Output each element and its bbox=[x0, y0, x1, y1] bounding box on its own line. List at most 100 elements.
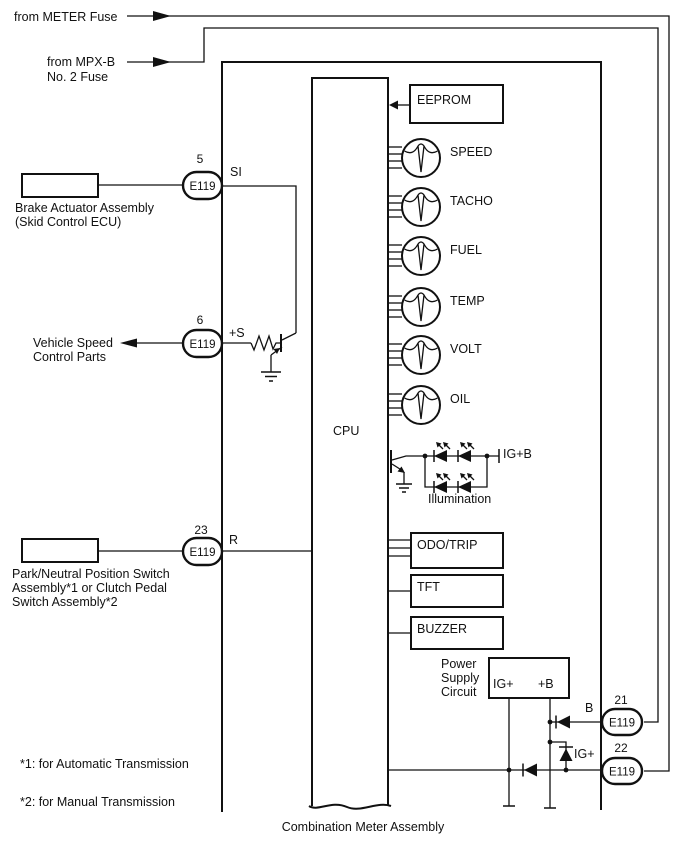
led-icon bbox=[433, 442, 451, 462]
cpu-label: CPU bbox=[333, 424, 359, 438]
ps-b-pin-label: +B bbox=[538, 677, 554, 691]
tft-box bbox=[410, 574, 504, 608]
transistor-arrow-icon bbox=[397, 466, 405, 473]
arrow-left-icon bbox=[120, 338, 137, 348]
pin-number: 22 bbox=[614, 741, 628, 755]
park-neutral-label-3: Switch Assembly*2 bbox=[12, 595, 118, 609]
module-tft: TFT bbox=[388, 574, 504, 608]
signal-label-si: SI bbox=[230, 165, 242, 179]
speed-output-circuit bbox=[222, 332, 297, 382]
wire-mpxb-fuse bbox=[127, 27, 659, 723]
connector-name: E119 bbox=[189, 181, 215, 193]
gauge-icon bbox=[401, 187, 441, 227]
pin-number: 6 bbox=[197, 313, 204, 327]
gauge-icon bbox=[401, 287, 441, 327]
connector-oval bbox=[181, 170, 224, 201]
gauge-icon bbox=[401, 138, 441, 178]
gauge-fuel: FUEL bbox=[388, 236, 482, 276]
connector-name: E119 bbox=[609, 718, 635, 730]
gauge-icon bbox=[401, 335, 441, 375]
connector-oval bbox=[181, 328, 224, 359]
brake-actuator-label-1: Brake Actuator Assembly bbox=[15, 201, 155, 215]
gauge-temp-label: TEMP bbox=[450, 294, 485, 308]
resistor-icon bbox=[250, 333, 281, 352]
illumination-label: Illumination bbox=[428, 492, 491, 506]
odo-trip-label: ODO/TRIP bbox=[417, 538, 477, 552]
vsc-label-2: Control Parts bbox=[33, 350, 106, 364]
power-supply-label-1: Power bbox=[441, 657, 476, 671]
connector-oval bbox=[600, 707, 644, 737]
connector-name: E119 bbox=[189, 339, 215, 351]
gauge-oil-label: OIL bbox=[450, 392, 470, 406]
module-buzzer: BUZZER bbox=[388, 616, 504, 650]
gauge-icon bbox=[401, 236, 441, 276]
led-icon bbox=[457, 442, 475, 462]
eeprom-block: EEPROM bbox=[389, 84, 504, 124]
cpu-block: CPU bbox=[308, 77, 392, 810]
wire-led-bottom-branch bbox=[424, 456, 488, 488]
gauge-tacho: TACHO bbox=[388, 187, 493, 227]
gauge-oil: OIL bbox=[388, 385, 470, 425]
signal-label-r: R bbox=[229, 533, 238, 547]
junction-dot bbox=[422, 453, 428, 459]
ps-ig-pin-label: IG+ bbox=[493, 677, 514, 691]
eeprom-label: EEPROM bbox=[417, 93, 471, 107]
gauge-fuel-label: FUEL bbox=[450, 243, 482, 257]
power-supply-circuit: Power Supply Circuit IG+ +B B IG+ bbox=[388, 657, 602, 809]
connector-name: E119 bbox=[189, 547, 215, 559]
led-icon bbox=[457, 473, 475, 493]
diode-icon bbox=[559, 746, 573, 761]
connector-pin21: E119 21 bbox=[600, 693, 644, 737]
connector-pin6: E119 6 +S bbox=[181, 313, 245, 359]
diode-icon bbox=[522, 763, 537, 777]
ground-icon bbox=[396, 483, 412, 493]
pin-number: 5 bbox=[197, 152, 204, 166]
vsc-label-1: Vehicle Speed bbox=[33, 336, 113, 350]
park-neutral-switch: Park/Neutral Position Switch Assembly*1 … bbox=[12, 538, 184, 609]
transistor-collector bbox=[391, 455, 425, 461]
module-odo-trip: ODO/TRIP bbox=[388, 532, 504, 569]
diagram-title: Combination Meter Assembly bbox=[282, 820, 445, 834]
gauge-speed: SPEED bbox=[388, 138, 492, 178]
park-neutral-box bbox=[21, 538, 99, 563]
pin-number: 21 bbox=[614, 693, 628, 707]
wire-si-internal bbox=[222, 185, 297, 333]
illumination-circuit: IG+B Illumination bbox=[390, 442, 532, 506]
mpxb-fuse-feed: from MPX-B No. 2 Fuse bbox=[47, 27, 659, 723]
gauge-icon bbox=[401, 385, 441, 425]
power-supply-label-3: Circuit bbox=[441, 685, 477, 699]
meter-fuse-feed: from METER Fuse bbox=[14, 10, 670, 772]
wire-meter-fuse bbox=[127, 15, 670, 772]
tft-label: TFT bbox=[417, 580, 440, 594]
ig-diode-label: IG+ bbox=[574, 747, 595, 761]
buzzer-box bbox=[410, 616, 504, 650]
gauge-volt: VOLT bbox=[388, 335, 482, 375]
arrow-right-icon bbox=[153, 11, 171, 21]
vehicle-speed-control: Vehicle Speed Control Parts bbox=[33, 336, 184, 364]
arrow-right-icon bbox=[153, 57, 171, 67]
mpxb-fuse-label-2: No. 2 Fuse bbox=[47, 70, 108, 84]
diode-icon bbox=[555, 715, 570, 729]
junction-dot bbox=[484, 453, 490, 459]
connector-pin22: E119 22 bbox=[600, 741, 644, 786]
junction-dot bbox=[506, 767, 512, 773]
meter-assembly-box bbox=[221, 61, 602, 812]
transistor-arrow-icon bbox=[273, 348, 280, 354]
connector-name: E119 bbox=[609, 767, 635, 779]
park-neutral-label-1: Park/Neutral Position Switch bbox=[12, 567, 170, 581]
mpxb-fuse-label-1: from MPX-B bbox=[47, 55, 115, 69]
power-supply-box bbox=[488, 657, 570, 699]
connector-oval bbox=[181, 536, 224, 567]
connector-oval bbox=[600, 756, 644, 786]
transistor-collector bbox=[281, 332, 297, 341]
eeprom-box bbox=[409, 84, 504, 124]
cpu-torn-edge bbox=[308, 803, 392, 810]
signal-label-s: +S bbox=[229, 326, 245, 340]
led-icon bbox=[433, 473, 451, 493]
buzzer-label: BUZZER bbox=[417, 622, 467, 636]
power-supply-label-2: Supply bbox=[441, 671, 480, 685]
footnote-2: *2: for Manual Transmission bbox=[20, 795, 175, 809]
brake-actuator-label-2: (Skid Control ECU) bbox=[15, 215, 121, 229]
